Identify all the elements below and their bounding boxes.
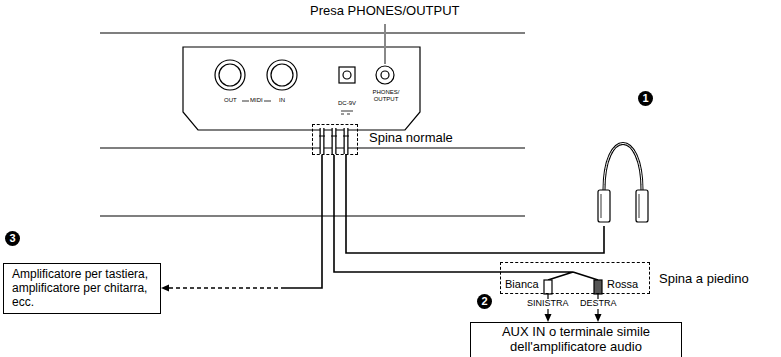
- standard-plug: [322, 128, 346, 154]
- midi-out-socket: [215, 60, 245, 90]
- plug-caption: Spina a piedino: [659, 272, 749, 287]
- headphone-cup: [601, 194, 639, 218]
- rca-plug-white: [544, 280, 552, 294]
- rca-plug-red: [594, 280, 602, 294]
- channel-label: DESTRA: [578, 299, 619, 309]
- callout-number: 2: [477, 294, 492, 309]
- port-label: MIDI: [250, 97, 263, 104]
- standard-plug: [322, 128, 346, 154]
- keyboard-edge: [100, 215, 525, 216]
- keyboard-edge: [100, 32, 525, 33]
- device-box: Amplificatore per tastiera, amplificator…: [3, 263, 161, 314]
- port-label: DC-9V: [338, 100, 356, 107]
- cable-line: [285, 155, 322, 288]
- phones-jack: [381, 71, 389, 79]
- cable-line: [334, 155, 500, 272]
- plug-color: Bianca: [505, 278, 539, 291]
- cable-connector: [161, 155, 322, 292]
- plug-caption: Spina normale: [369, 131, 453, 146]
- plug-ring: [319, 136, 349, 137]
- channel-label: SINISTRA: [525, 299, 571, 309]
- cable-line: [169, 287, 285, 289]
- port-label: OUT: [224, 97, 237, 104]
- dc-jack: [343, 71, 351, 79]
- headphone-cable: [346, 154, 604, 253]
- midi-in-socket: [267, 60, 297, 90]
- headphone-band: [604, 144, 642, 191]
- leader-line: [384, 24, 386, 64]
- phones-jack: [376, 66, 394, 84]
- midi-in-socket: [271, 64, 293, 86]
- device-box: AUX IN o terminale simile dell'amplifica…: [470, 322, 682, 357]
- port-label: PHONES/ OUTPUT: [371, 89, 401, 102]
- callout-number: 3: [5, 231, 20, 246]
- plug-group: Spina normale: [312, 124, 358, 155]
- plug-group: BiancaRossaSpina a piedino: [500, 262, 650, 294]
- headphone-cup: [636, 190, 648, 222]
- headphone-cup: [598, 190, 610, 222]
- midi-out-socket: [219, 64, 241, 86]
- headphone-band: [604, 144, 642, 191]
- callout-number: 1: [638, 91, 653, 106]
- plug-color: Rossa: [607, 278, 638, 291]
- port-label: IN: [279, 97, 285, 104]
- dc-jack: [339, 67, 355, 83]
- polarity-symbol: [341, 111, 353, 114]
- arrowhead: [161, 285, 169, 292]
- cable-connector: [334, 155, 500, 272]
- arrowhead: [595, 314, 602, 322]
- device-text: AUX IN o terminale simile dell'amplifica…: [477, 325, 675, 355]
- jack-label: Presa PHONES/OUTPUT: [310, 4, 460, 18]
- arrowhead: [545, 314, 552, 322]
- device-text: Amplificatore per tastiera, amplificator…: [12, 268, 152, 309]
